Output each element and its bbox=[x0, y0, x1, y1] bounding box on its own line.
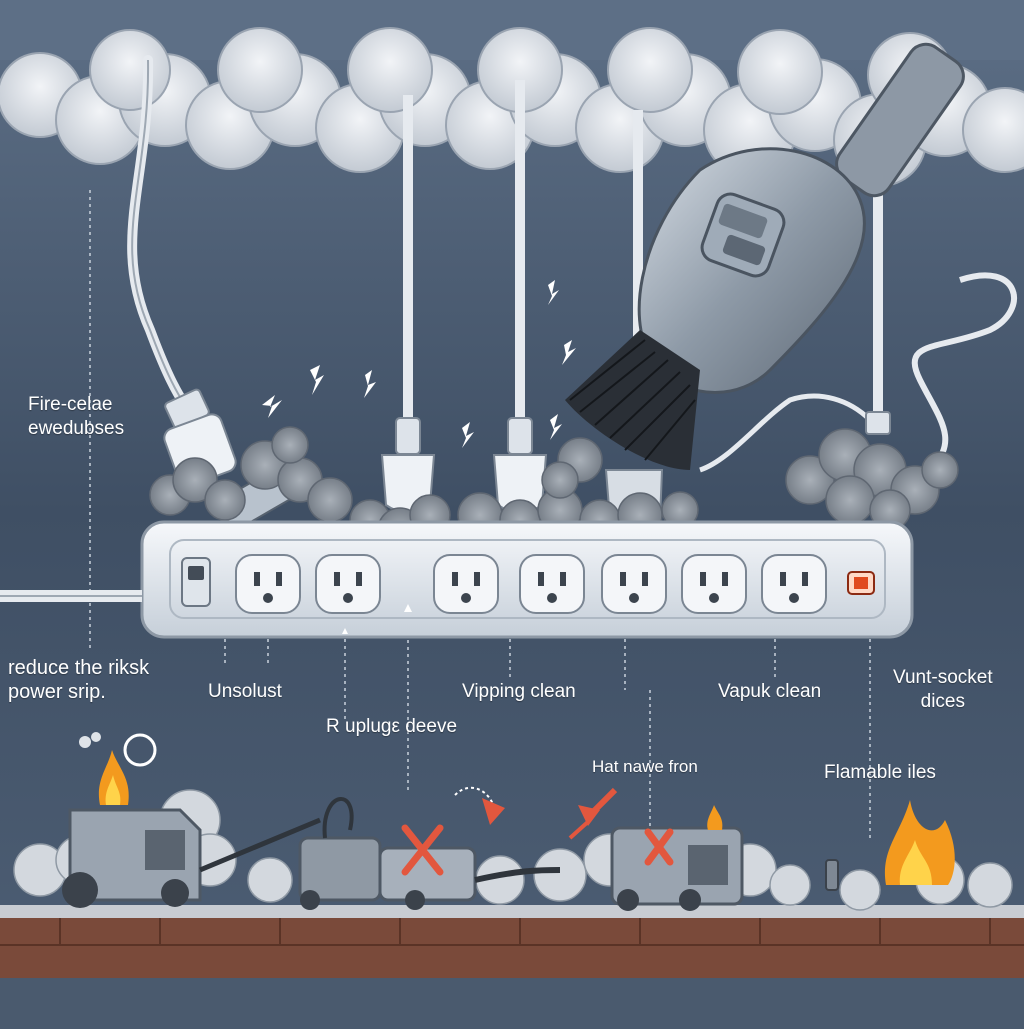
label-vent-socket: Vunt-socket dices bbox=[893, 666, 993, 714]
label-fire-cause-line1: Fire-celae bbox=[28, 394, 113, 415]
label-vacuum-clean: Vapuk clean bbox=[718, 681, 822, 702]
brush-nozzle-icon bbox=[565, 330, 700, 470]
spark-icon bbox=[262, 395, 282, 418]
cross-mark-icon bbox=[644, 828, 674, 866]
label-unsolust: Unsolust bbox=[208, 681, 282, 702]
label-vent-socket-line2: dices bbox=[920, 691, 965, 712]
label-reduce-risk-line2: power srip. bbox=[8, 681, 106, 703]
compact-machine-icon bbox=[610, 826, 744, 911]
label-reduce-risk: reduce the riksk power srip. bbox=[8, 656, 149, 704]
arrow-group bbox=[454, 786, 618, 840]
vacuum-cleaner-icon bbox=[637, 42, 965, 394]
label-fire-cause-line2: ewedubses bbox=[28, 418, 125, 439]
vacuum-machine-icon bbox=[298, 797, 561, 910]
spark-icon bbox=[562, 340, 576, 365]
outlet-icon bbox=[761, 554, 827, 614]
generator-machine-icon bbox=[62, 732, 321, 908]
outlet-group bbox=[235, 554, 827, 614]
fire-icon bbox=[884, 800, 955, 885]
fire-icon bbox=[707, 805, 723, 830]
label-reduce-risk-line1: reduce the riksk bbox=[8, 657, 150, 679]
ground bbox=[0, 905, 1024, 1024]
fire-icon bbox=[98, 750, 129, 805]
marker-group bbox=[342, 604, 412, 634]
label-hat-nawe: Hat nawe fron bbox=[592, 757, 698, 776]
spark-icon bbox=[364, 370, 376, 398]
label-wiping-clean: Vipping clean bbox=[462, 681, 576, 702]
cross-group bbox=[401, 824, 674, 876]
label-replug-device: R uplugε deeve bbox=[326, 716, 458, 737]
arrow-icon bbox=[454, 786, 496, 811]
outlet-icon bbox=[433, 554, 499, 614]
outlet-icon bbox=[681, 554, 747, 614]
spark-icon bbox=[550, 414, 562, 440]
label-flammable: Flamable iles bbox=[824, 762, 936, 783]
outlet-icon bbox=[235, 554, 301, 614]
dust-cloud-icon bbox=[149, 426, 353, 523]
power-strip-icon bbox=[0, 520, 914, 639]
cross-mark-icon bbox=[401, 824, 444, 876]
outlet-icon bbox=[601, 554, 667, 614]
fire-group bbox=[98, 750, 955, 885]
dust-cloud-icon bbox=[785, 428, 959, 531]
label-vent-socket-line1: Vunt-socket bbox=[893, 667, 993, 688]
spark-icon bbox=[310, 365, 324, 395]
outlet-icon bbox=[315, 554, 381, 614]
outlet-icon bbox=[519, 554, 585, 614]
label-fire-cause: Fire-celae ewedubses bbox=[28, 393, 124, 441]
spark-group bbox=[262, 280, 576, 448]
spark-icon bbox=[462, 422, 474, 448]
plug-icon bbox=[865, 411, 891, 435]
power-switch-icon bbox=[181, 557, 211, 607]
small-plug-icon bbox=[825, 859, 839, 891]
spark-icon bbox=[548, 280, 559, 305]
